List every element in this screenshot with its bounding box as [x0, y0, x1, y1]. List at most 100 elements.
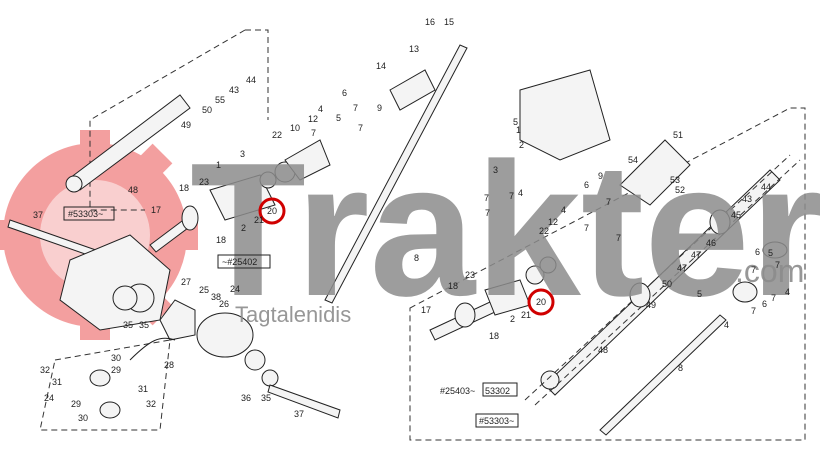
part-number-label: 29 [71, 399, 81, 409]
part-number-label: 8 [678, 363, 683, 373]
part-number-label: 4 [518, 188, 523, 198]
part-number-label: 7 [358, 123, 363, 133]
part-number-label: 26 [219, 299, 229, 309]
part-number-label: 1 [216, 160, 221, 170]
part-number-label: 31 [138, 384, 148, 394]
part-number-label: 22 [539, 226, 549, 236]
part-number-label: 24 [230, 284, 240, 294]
part-number-label: 9 [377, 103, 382, 113]
part-number-label: 2 [241, 223, 246, 233]
part-number-label: 44 [246, 75, 256, 85]
part-number-label: 21 [521, 310, 531, 320]
part-number-label: 35 [123, 320, 133, 330]
part-number-label: 7 [584, 223, 589, 233]
serial-box [482, 382, 518, 397]
part-number-label: 5 [768, 248, 773, 258]
part-number-label: 7 [771, 293, 776, 303]
part-number-label: 32 [40, 365, 50, 375]
serial-box [475, 413, 519, 428]
part-number-label: 25 [199, 285, 209, 295]
part-number-label: 53 [670, 175, 680, 185]
serial-note: #25403~ [440, 386, 475, 396]
serial-note: 53302 [485, 386, 510, 396]
part-number-label: 47 [677, 263, 687, 273]
part-number-label: 8 [414, 253, 419, 263]
part-number-label: 7 [751, 265, 756, 275]
part-number-label: 12 [308, 114, 318, 124]
serial-box [63, 206, 115, 221]
part-number-label: 6 [342, 88, 347, 98]
part-number-label: 44 [761, 182, 771, 192]
part-number-label: 45 [731, 210, 741, 220]
part-number-label: 22 [272, 130, 282, 140]
part-number-label: 50 [202, 105, 212, 115]
part-number-label: 17 [421, 305, 431, 315]
part-number-label: 5 [336, 113, 341, 123]
serial-box [217, 254, 271, 269]
part-number-label: 20 [536, 297, 546, 307]
serial-note: #53303~ [479, 416, 514, 426]
part-number-label: 4 [785, 287, 790, 297]
watermark-domain: .com [735, 253, 804, 289]
part-number-label: 7 [484, 193, 489, 203]
watermark-sub: Tagtalenidis [235, 302, 351, 327]
part-number-label: 7 [353, 103, 358, 113]
part-number-label: 30 [111, 353, 121, 363]
part-number-label: 7 [485, 208, 490, 218]
part-number-label: 10 [290, 123, 300, 133]
part-number-label: 15 [444, 17, 454, 27]
part-number-label: 48 [128, 185, 138, 195]
part-number-label: 4 [561, 205, 566, 215]
part-number-label: 48 [598, 345, 608, 355]
part-number-label: 31 [52, 377, 62, 387]
part-number-label: 7 [509, 191, 514, 201]
part-number-label: 49 [181, 120, 191, 130]
part-number-label: 20 [267, 206, 277, 216]
part-number-label: 5 [697, 289, 702, 299]
part-number-label: 27 [181, 277, 191, 287]
part-number-label: 29 [111, 365, 121, 375]
part-number-label: 23 [465, 270, 475, 280]
part-number-label: 43 [742, 194, 752, 204]
part-number-label: 4 [318, 104, 323, 114]
part-number-label: 17 [151, 205, 161, 215]
part-number-label: 52 [675, 185, 685, 195]
part-number-label: 55 [215, 95, 225, 105]
part-number-label: 23 [199, 177, 209, 187]
part-number-label: 1 [516, 125, 521, 135]
part-number-label: 49 [646, 300, 656, 310]
part-number-label: 18 [448, 281, 458, 291]
part-number-label: 3 [493, 165, 498, 175]
part-number-label: 37 [33, 210, 43, 220]
part-number-label: 51 [673, 130, 683, 140]
part-number-label: 37 [294, 409, 304, 419]
part-number-label: 7 [751, 306, 756, 316]
part-number-label: 4 [724, 320, 729, 330]
part-number-label: 13 [409, 44, 419, 54]
part-number-label: 36 [241, 393, 251, 403]
part-number-label: 9 [598, 171, 603, 181]
part-number-label: 43 [229, 85, 239, 95]
part-number-label: 6 [584, 180, 589, 190]
part-number-label: 7 [606, 197, 611, 207]
part-number-label: 3 [240, 149, 245, 159]
watermark-brand: Trakter [190, 124, 820, 336]
right-assembly [409, 69, 806, 441]
part-number-label: 6 [755, 247, 760, 257]
serial-note: ~#25402 [222, 257, 257, 267]
part-number-label: 54 [628, 155, 638, 165]
highlight-ring-right [527, 288, 555, 316]
part-number-label: 21 [254, 215, 264, 225]
part-number-label: 18 [489, 331, 499, 341]
serial-note: #53303~ [68, 209, 103, 219]
part-number-label: 16 [425, 17, 435, 27]
highlight-ring-left [258, 197, 286, 225]
part-number-label: 35 [261, 393, 271, 403]
part-number-label: 46 [706, 238, 716, 248]
part-number-label: 50 [662, 279, 672, 289]
part-number-label: 18 [216, 235, 226, 245]
part-number-label: 14 [376, 61, 386, 71]
